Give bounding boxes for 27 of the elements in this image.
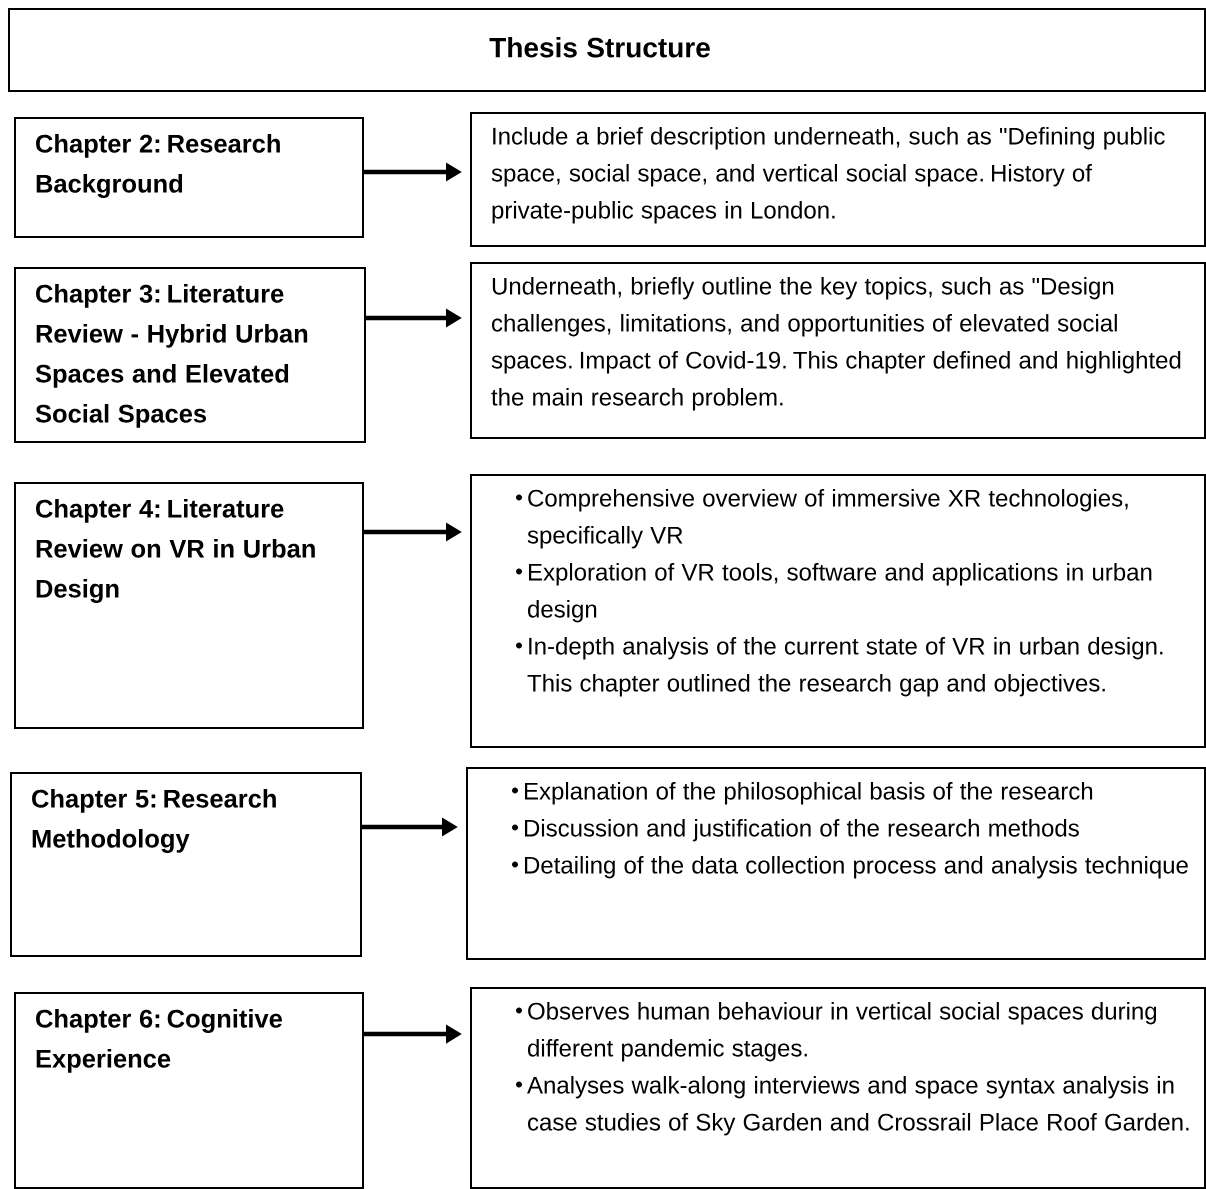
bullet-item: Exploration of VR tools, software and applications in urban design <box>528 563 1152 623</box>
chapter-title: Chapter 2: Research Background <box>36 134 280 198</box>
bullet-item: Analyses walk-along interviews and space syntax analysis in case studies of Sky Garden and Crossrail Place Roof Garden. <box>527 1076 1189 1136</box>
description: Include a brief description underneath, such as "Defining public space, social space, and vertical social space. History of private-public spaces in London. <box>491 127 1165 224</box>
title-box <box>8 8 1206 92</box>
chapter-title: Chapter 3: Literature Review - Hybrid Urban Spaces and Elevated Social Spaces <box>35 284 308 428</box>
chapter-box <box>14 482 364 729</box>
bullet-list-box <box>466 767 1206 960</box>
description-box <box>470 262 1206 439</box>
bullet-list-box <box>470 987 1206 1189</box>
chapter-title: Chapter 5: Research Methodology <box>32 789 276 853</box>
bullet-list-box <box>470 474 1206 748</box>
chapter-title: Chapter 6: Cognitive Experience <box>36 1009 282 1073</box>
chapter-box <box>14 267 366 443</box>
chapter-box <box>10 772 362 957</box>
title: Thesis Structure <box>489 37 710 58</box>
bullet-item: In-depth analysis of the current state of VR in urban design. This chapter outlined the research gap and objectives. <box>527 637 1163 697</box>
chapter-box <box>14 992 364 1189</box>
bullet-item: Explanation of the philosophical basis of the research <box>525 782 1093 805</box>
bullet-item: Observes human behaviour in vertical social spaces during different pandemic stages. <box>528 1002 1157 1062</box>
bullet-item: Detailing of the data collection process and analysis technique <box>525 856 1188 879</box>
chapter-title: Chapter 4: Literature Review on VR in Urban Design <box>36 499 315 603</box>
bullet-item: Comprehensive overview of immersive XR technologies, specifically VR <box>527 489 1128 549</box>
chapter-box <box>14 117 364 238</box>
description-box <box>470 112 1206 247</box>
bullet-item: Discussion and justification of the research methods <box>525 819 1079 842</box>
description: Underneath, briefly outline the key topics, such as "Design challenges, limitations, and opportunities of elevated social spaces. Impact of Covid-19. This chapter defined and highlighted the main research problem. <box>491 277 1181 411</box>
